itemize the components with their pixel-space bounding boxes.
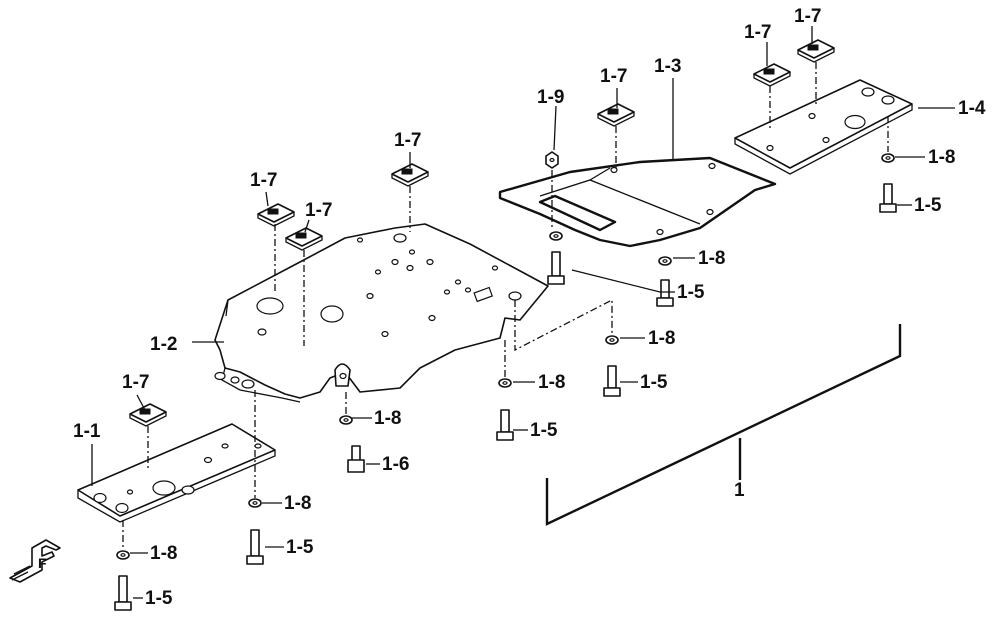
label-part-1-4: 1-4 xyxy=(958,98,986,119)
clip-nut xyxy=(257,203,295,227)
label-part-1-7: 1-7 xyxy=(122,372,149,393)
skid-plate-center xyxy=(214,223,549,403)
label-part-1-5: 1-5 xyxy=(677,282,705,303)
clip-nut xyxy=(797,39,835,63)
front-direction-icon: F xyxy=(9,539,61,583)
label-part-1-8: 1-8 xyxy=(698,248,725,269)
washer xyxy=(549,231,563,241)
leader-lines xyxy=(91,26,955,599)
assembly-bracket xyxy=(545,324,902,526)
bolt xyxy=(496,409,514,441)
label-part-1-5: 1-5 xyxy=(145,588,173,609)
part-labels: 1 1-1 1-2 1-3 1-4 1-7 1-7 1-7 1-7 1-7 1-… xyxy=(73,6,986,609)
nut xyxy=(545,151,559,169)
washer xyxy=(116,550,130,560)
label-part-1-7: 1-7 xyxy=(794,6,821,27)
bolt xyxy=(656,279,674,307)
skid-plate-rear-center xyxy=(498,156,777,248)
label-part-1-5: 1-5 xyxy=(530,420,558,441)
clip-nut xyxy=(753,63,791,87)
label-part-1-7: 1-7 xyxy=(394,130,421,151)
skid-plate-front xyxy=(77,423,276,523)
washer xyxy=(658,256,672,266)
label-part-1-8: 1-8 xyxy=(648,328,675,349)
label-assembly: 1 xyxy=(734,480,745,501)
clip-nut xyxy=(391,163,429,187)
label-part-1-8: 1-8 xyxy=(538,372,565,393)
label-part-1-5: 1-5 xyxy=(640,372,668,393)
label-part-1-5: 1-5 xyxy=(286,537,314,558)
bolt-long xyxy=(347,445,365,473)
label-part-1-7: 1-7 xyxy=(600,66,627,87)
clip-nut xyxy=(597,103,635,127)
assembly-lines xyxy=(122,62,889,550)
washer xyxy=(605,335,619,345)
label-part-1-8: 1-8 xyxy=(284,493,311,514)
label-part-1-8: 1-8 xyxy=(928,147,955,168)
label-part-1-7: 1-7 xyxy=(305,200,332,221)
label-part-1-2: 1-2 xyxy=(150,334,177,355)
label-part-1-8: 1-8 xyxy=(374,408,401,429)
washer xyxy=(881,153,895,163)
clip-nut xyxy=(129,403,167,427)
label-part-1-1: 1-1 xyxy=(73,421,101,442)
clip-nut xyxy=(285,227,323,251)
washer xyxy=(248,498,262,508)
bolt xyxy=(114,575,132,611)
label-part-1-9: 1-9 xyxy=(537,87,564,108)
bolt xyxy=(603,365,621,397)
bolt xyxy=(547,251,565,285)
label-part-1-3: 1-3 xyxy=(654,56,681,77)
skid-plate-rear-right xyxy=(734,79,913,175)
bolt xyxy=(879,183,897,213)
bolt xyxy=(246,529,264,565)
label-part-1-7: 1-7 xyxy=(744,22,771,43)
washer xyxy=(498,378,512,388)
label-part-1-8: 1-8 xyxy=(150,543,177,564)
label-part-1-6: 1-6 xyxy=(382,454,409,475)
washer xyxy=(339,415,353,425)
label-part-1-5: 1-5 xyxy=(914,195,942,216)
label-part-1-7: 1-7 xyxy=(250,170,277,191)
front-direction-letter: F xyxy=(38,555,47,571)
